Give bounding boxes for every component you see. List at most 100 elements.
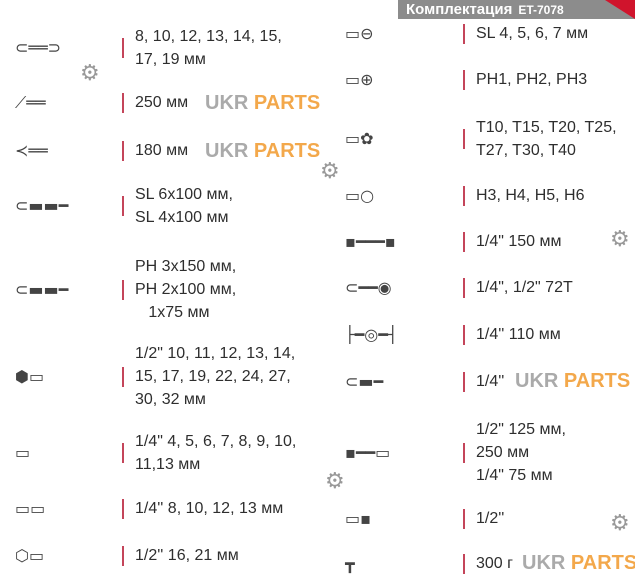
divider-bar bbox=[463, 23, 465, 44]
header-title: Комплектация bbox=[406, 1, 513, 18]
watermark: UKR PARTS bbox=[515, 370, 631, 392]
item-spec: PH 3x150 мм, PH 2x100 мм, 1x75 мм bbox=[135, 255, 236, 324]
model-code: ET-7078 bbox=[518, 3, 564, 17]
spec-line: PH 2x100 мм, bbox=[135, 281, 237, 298]
flex-extension-icon: ▪━━━▪ bbox=[345, 231, 396, 251]
divider-bar bbox=[122, 196, 124, 216]
spec-line: 1/4'' 110 мм bbox=[476, 326, 561, 343]
divider-bar bbox=[463, 69, 465, 90]
divider-bar bbox=[463, 553, 465, 574]
item-spec: 1/4" 4, 5, 6, 7, 8, 9, 10, 11,13 мм bbox=[135, 430, 296, 476]
item-spec: 8, 10, 12, 13, 14, 15, 17, 19 мм bbox=[135, 25, 282, 71]
divider-bar bbox=[463, 129, 465, 149]
gear-icon: ⚙ bbox=[610, 227, 630, 252]
spec-line: 15, 17, 19, 22, 24, 27, bbox=[135, 368, 291, 385]
phillips-screwdriver-icon: ⊂▬▬━ bbox=[15, 279, 69, 299]
combination-pliers-icon: ≺══ bbox=[15, 140, 48, 160]
spec-line: 1/4'' 8, 10, 12, 13 мм bbox=[135, 500, 284, 517]
divider-bar bbox=[122, 140, 124, 161]
hammer-icon: ┳ bbox=[345, 553, 355, 573]
divider-bar bbox=[122, 545, 124, 566]
item-spec: 1/4'' 110 мм bbox=[476, 323, 561, 346]
spec-line: 1/2" 10, 11, 12, 13, 14, bbox=[135, 345, 296, 362]
item-spec: 1/4" 150 мм bbox=[476, 230, 562, 253]
watermark: UKR PARTS bbox=[205, 92, 321, 114]
spec-line: 30, 32 мм bbox=[135, 391, 206, 408]
divider-bar bbox=[122, 38, 124, 58]
spec-line: SL 6x100 мм, bbox=[135, 186, 233, 203]
divider-bar bbox=[463, 442, 465, 463]
item-spec: PH1, PH2, PH3 bbox=[476, 68, 587, 91]
divider-bar bbox=[122, 366, 124, 387]
spec-line: 8, 10, 12, 13, 14, 15, bbox=[135, 28, 282, 45]
gear-icon: ⚙ bbox=[320, 159, 340, 184]
item-spec: 250 мм bbox=[135, 91, 188, 114]
item-spec: 300 г bbox=[476, 552, 513, 575]
item-spec: 1/2" 10, 11, 12, 13, 14, 15, 17, 19, 22, … bbox=[135, 342, 295, 411]
spec-line: 1/4", 1/2" 72T bbox=[476, 279, 573, 296]
item-spec: SL 6x100 мм, SL 4x100 мм bbox=[135, 183, 233, 229]
spec-line: 180 мм bbox=[135, 142, 189, 159]
spark-plug-socket-icon: ⬡▭ bbox=[15, 545, 45, 565]
spec-line: 1/4" 150 мм bbox=[476, 233, 562, 250]
spec-line: 17, 19 мм bbox=[135, 51, 206, 68]
spec-line: H3, H4, H5, H6 bbox=[476, 187, 585, 204]
spec-line: T10, T15, T20, T25, bbox=[476, 119, 617, 136]
spec-line: 1/2'' 16, 21 мм bbox=[135, 547, 239, 564]
spec-line: 300 г bbox=[476, 555, 513, 572]
item-spec: 1/4", 1/2" 72T bbox=[476, 276, 573, 299]
item-spec: 1/4'' bbox=[476, 370, 504, 393]
item-spec: H3, H4, H5, H6 bbox=[476, 184, 584, 207]
spec-line: 1/2" 125 мм, bbox=[476, 421, 566, 438]
spec-line: 1/4" 75 мм bbox=[476, 467, 553, 484]
gear-icon: ⚙ bbox=[80, 61, 100, 86]
extension-bar-icon: ▪━━▭ bbox=[345, 442, 391, 462]
hex-bit-icon: ▭○ bbox=[345, 185, 375, 205]
item-spec: 1/4'' 8, 10, 12, 13 мм bbox=[135, 497, 283, 520]
item-spec: 1/2'' 16, 21 мм bbox=[135, 544, 239, 567]
spec-line: 1/4'' bbox=[476, 373, 505, 390]
t-handle-icon: ├━◎━┤ bbox=[345, 324, 398, 344]
spec-line: 1x75 мм bbox=[135, 304, 210, 321]
item-spec: 1/2'' bbox=[476, 507, 504, 530]
divider-bar bbox=[463, 371, 465, 392]
phillips-bit-icon: ▭⊕ bbox=[345, 69, 374, 89]
socket-icon: ⬢▭ bbox=[15, 366, 45, 386]
gear-icon: ⚙ bbox=[610, 511, 630, 536]
divider-bar bbox=[122, 279, 124, 300]
slotted-bit-icon: ▭⊖ bbox=[345, 23, 374, 43]
item-spec: 1/2" 125 мм, 250 мм 1/4" 75 мм bbox=[476, 418, 566, 487]
spec-line: 250 мм bbox=[476, 444, 530, 461]
spec-line: 1/4" 4, 5, 6, 7, 8, 9, 10, bbox=[135, 433, 297, 450]
adapter-icon: ▭▪ bbox=[345, 508, 371, 528]
spec-line: T27, T30, T40 bbox=[476, 142, 576, 159]
divider-bar bbox=[463, 277, 465, 298]
spec-line: 11,13 мм bbox=[135, 456, 201, 473]
spec-line: 1/2'' bbox=[476, 510, 505, 527]
gear-icon: ⚙ bbox=[325, 469, 345, 494]
item-spec: T10, T15, T20, T25, T27, T30, T40 bbox=[476, 116, 617, 162]
spec-line: PH 3x150 мм, bbox=[135, 258, 237, 275]
spec-line: 250 мм bbox=[135, 94, 189, 111]
water-pump-pliers-icon: ⟋══ bbox=[15, 92, 46, 112]
divider-bar bbox=[463, 508, 465, 529]
ratchet-icon: ⊂━━◉ bbox=[345, 277, 392, 297]
combination-wrench-icon: ⊂══⊃ bbox=[15, 38, 62, 57]
divider-bar bbox=[463, 324, 465, 345]
header-banner: Комплектация ET-7078 bbox=[398, 0, 635, 19]
red-corner bbox=[605, 0, 635, 19]
divider-bar bbox=[463, 231, 465, 252]
watermark: UKR PARTS bbox=[522, 552, 635, 574]
divider-bar bbox=[122, 498, 124, 519]
spec-line: SL 4x100 мм bbox=[135, 209, 229, 226]
bit-driver-icon: ⊂▬━ bbox=[345, 371, 384, 391]
divider-bar bbox=[122, 92, 124, 113]
item-spec: SL 4, 5, 6, 7 мм bbox=[476, 22, 588, 45]
deep-socket-icon: ▭▭ bbox=[15, 498, 46, 518]
divider-bar bbox=[463, 185, 465, 206]
watermark: UKR PARTS bbox=[205, 140, 321, 162]
small-socket-icon: ▭ bbox=[15, 443, 31, 462]
spec-line: SL 4, 5, 6, 7 мм bbox=[476, 25, 589, 42]
divider-bar bbox=[122, 443, 124, 463]
item-spec: 180 мм bbox=[135, 139, 188, 162]
